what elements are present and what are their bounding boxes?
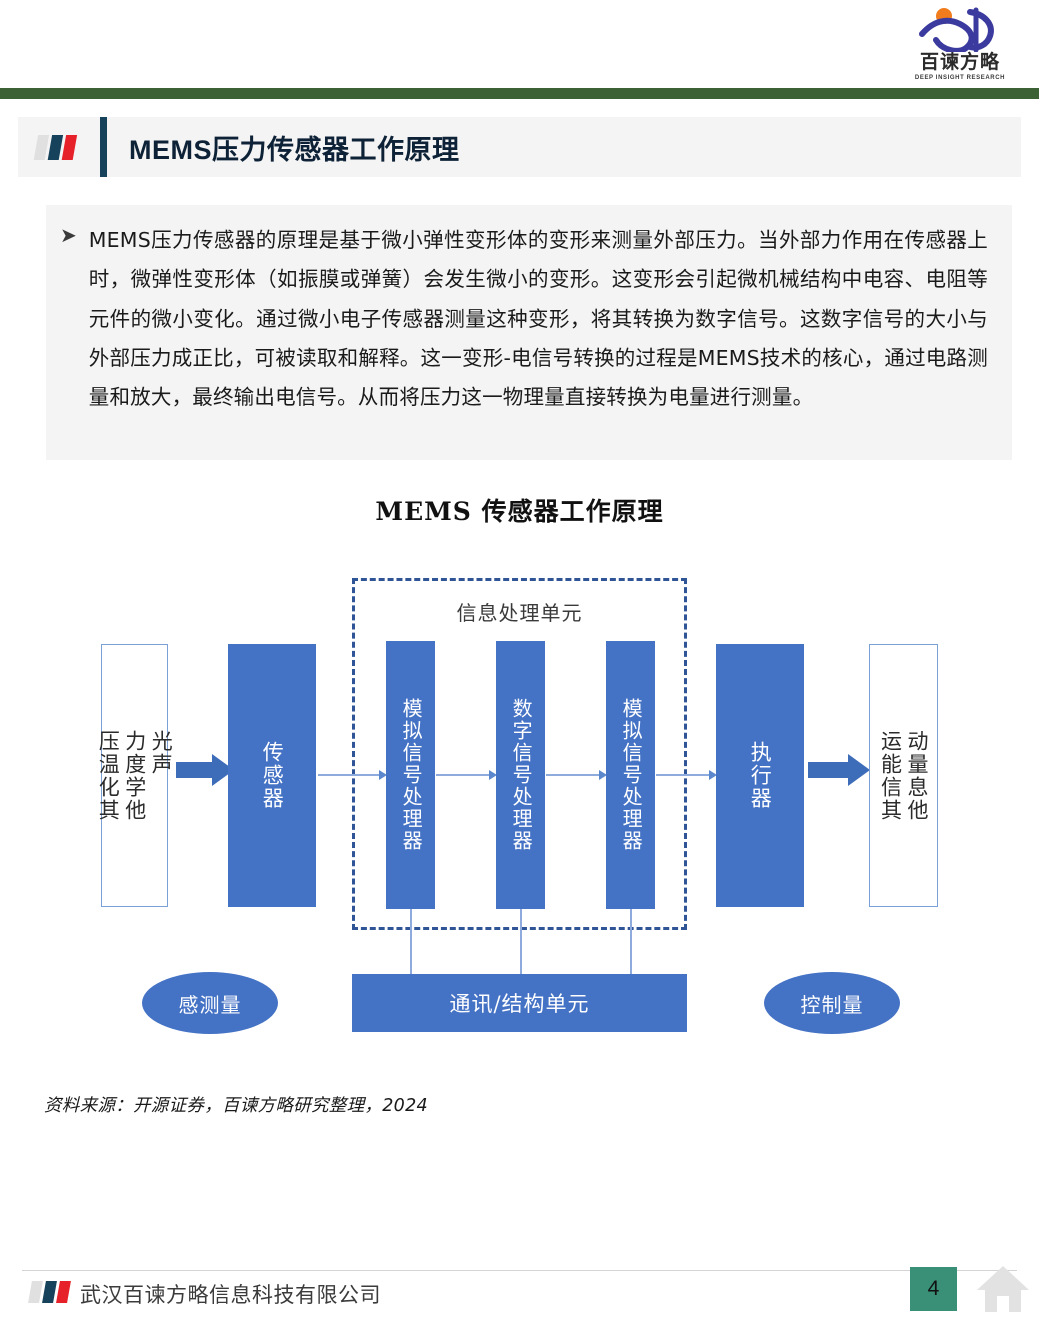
- footer-divider: [22, 1270, 1017, 1271]
- adc-to-dsp-arrow: [436, 774, 490, 776]
- output-col-b: 动量息他: [904, 729, 929, 822]
- sensor-box: 传感器: [228, 644, 316, 907]
- page-number-badge: 4: [910, 1267, 957, 1311]
- control-quantity-ellipse: 控制量: [764, 972, 900, 1034]
- processor-2-to-comm-line: [520, 909, 522, 978]
- actuator-box-label: 执行器: [748, 741, 773, 810]
- logo-glyph-icon: [914, 6, 1006, 54]
- bullet-arrow-icon: ➤: [60, 225, 77, 247]
- processor-box-1-label: 模拟信号处理器: [399, 698, 424, 852]
- input-col-right: 光声: [149, 729, 174, 776]
- communication-structure-unit-label: 通讯/结构单元: [449, 992, 590, 1016]
- communication-structure-unit-box: 通讯/结构单元: [352, 974, 687, 1032]
- dac-to-actuator-arrow: [656, 774, 710, 776]
- company-logo: 百谏方略 DEEP INSIGHT RESEARCH: [895, 6, 1025, 84]
- control-quantity-label: 控制量: [800, 992, 864, 1017]
- home-icon[interactable]: [975, 1262, 1031, 1314]
- green-divider-band: [0, 88, 1039, 99]
- input-signals-box: 光声 力度学他 压温化其: [96, 644, 173, 907]
- sensed-quantity-ellipse: 感测量: [142, 972, 278, 1034]
- section-header: MEMS压力传感器工作原理: [18, 117, 1021, 177]
- sensor-to-adc-arrow: [318, 774, 380, 776]
- processor-box-2-label: 数字信号处理器: [509, 698, 534, 852]
- actuator-to-output-arrowhead: [848, 754, 870, 786]
- processor-box-2: 数字信号处理器: [496, 641, 545, 909]
- sensed-quantity-label: 感测量: [178, 992, 242, 1017]
- source-citation: 资料来源：开源证券，百谏方略研究整理，2024: [44, 1096, 428, 1116]
- processor-1-to-comm-line: [410, 909, 412, 978]
- footer-company-name: 武汉百谏方略信息科技有限公司: [80, 1283, 381, 1307]
- information-processing-unit-frame: [352, 578, 687, 930]
- sensor-box-label: 传感器: [260, 741, 285, 810]
- processor-3-to-comm-line: [630, 909, 632, 978]
- body-text-panel: ➤ MEMS压力传感器的原理是基于微小弹性变形体的变形来测量外部压力。当外部力作…: [46, 205, 1012, 460]
- header-divider: [100, 117, 107, 177]
- adc-to-dsp-arrowhead: [489, 770, 497, 780]
- output-signals-box: 动量息他 运能信其: [869, 644, 938, 907]
- logo-chinese-name: 百谏方略: [919, 51, 1000, 73]
- input-col-a: 压温化其: [96, 729, 121, 822]
- input-to-sensor-arrow: [176, 762, 212, 778]
- processor-box-3-label: 模拟信号处理器: [619, 698, 644, 852]
- output-col-a: 运能信其: [878, 729, 903, 822]
- figure-title: MEMS 传感器工作原理: [375, 497, 664, 526]
- dsp-to-dac-arrow: [546, 774, 600, 776]
- dsp-to-dac-arrowhead: [599, 770, 607, 780]
- tricolor-accent-icon: [33, 134, 81, 160]
- page-title: MEMS压力传感器工作原理: [129, 134, 460, 165]
- mems-flow-diagram: 信息处理单元 光声 力度学他 压温化其 传感器 模拟信号处理器 数字信号处理器: [0, 555, 1039, 1065]
- sensor-to-adc-arrowhead: [379, 770, 387, 780]
- footer-tricolor-icon: [28, 1281, 74, 1303]
- dashed-group-label: 信息处理单元: [456, 601, 583, 625]
- logo-english-tagline: DEEP INSIGHT RESEARCH: [914, 75, 1006, 81]
- dac-to-actuator-arrowhead: [709, 770, 717, 780]
- actuator-box: 执行器: [716, 644, 804, 907]
- input-col-b: 力度学他: [122, 729, 147, 822]
- processor-box-3: 模拟信号处理器: [606, 641, 655, 909]
- actuator-to-output-arrow: [808, 762, 848, 778]
- processor-box-1: 模拟信号处理器: [386, 641, 435, 909]
- body-paragraph: MEMS压力传感器的原理是基于微小弹性变形体的变形来测量外部压力。当外部力作用在…: [88, 228, 988, 410]
